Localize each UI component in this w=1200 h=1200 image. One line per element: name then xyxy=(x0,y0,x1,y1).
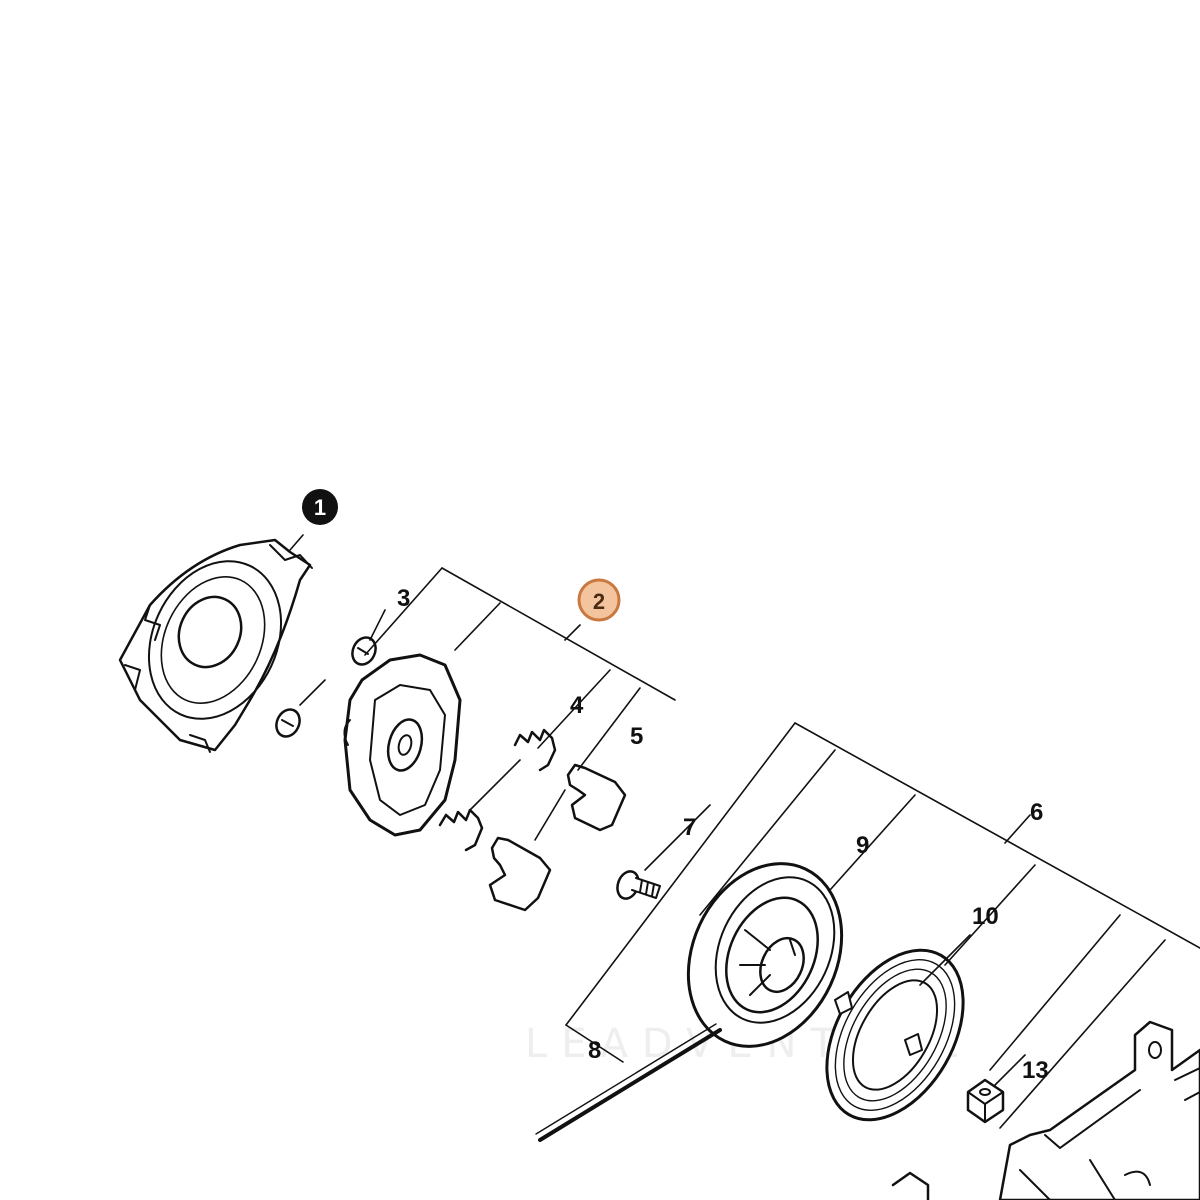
callout-9[interactable]: 9 xyxy=(856,832,869,859)
callout-8[interactable]: 8 xyxy=(588,1037,601,1064)
part-housing xyxy=(998,1020,1200,1200)
callout-2[interactable]: 2 xyxy=(577,578,621,622)
part-nut-lower xyxy=(891,1171,930,1200)
part-nut-upper xyxy=(966,1078,1005,1124)
callout-3[interactable]: 3 xyxy=(397,585,410,612)
part-clip-upper xyxy=(351,636,377,666)
callout-7[interactable]: 7 xyxy=(683,814,696,841)
part-pawl-upper xyxy=(566,763,627,832)
part-spring-lower xyxy=(438,808,484,852)
leader-lines xyxy=(289,534,1200,1129)
part-spring-upper xyxy=(513,728,557,772)
part-pawl-lower xyxy=(488,836,552,912)
part-pawl-carrier xyxy=(343,653,462,837)
callout-4[interactable]: 4 xyxy=(570,692,584,719)
part-screw xyxy=(616,870,661,900)
callout-1-label: 1 xyxy=(314,495,326,520)
callout-5[interactable]: 5 xyxy=(630,723,643,750)
part-cover-plate xyxy=(118,538,313,753)
part-rope-pulley xyxy=(686,862,844,1048)
callout-10[interactable]: 10 xyxy=(972,903,999,930)
part-rope xyxy=(535,1023,722,1142)
callout-6[interactable]: 6 xyxy=(1030,799,1043,826)
callout-1[interactable]: 1 xyxy=(302,489,338,525)
callout-13[interactable]: 13 xyxy=(1022,1057,1049,1084)
callout-2-label: 2 xyxy=(593,589,605,614)
part-clip-lower xyxy=(275,708,301,738)
part-rewind-spring xyxy=(825,948,965,1122)
